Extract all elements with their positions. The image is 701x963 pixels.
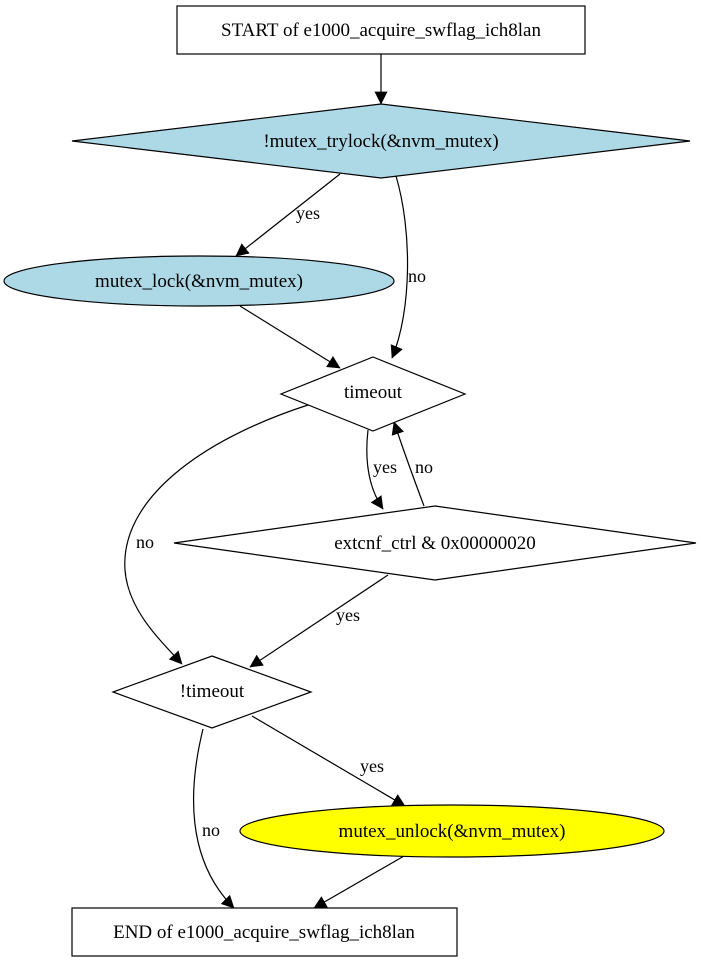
not-timeout-decision-node: !timeout: [111, 655, 313, 729]
edge-label-not-timeout-no: no: [202, 820, 220, 840]
svg-text:START of e1000_acquire_swflag_: START of e1000_acquire_swflag_ich8lan: [221, 20, 541, 41]
edge-lock-to-timeout: [239, 305, 341, 369]
svg-text:mutex_lock(&nvm_mutex): mutex_lock(&nvm_mutex): [95, 271, 303, 292]
mutex-unlock-node: mutex_unlock(&nvm_mutex): [239, 804, 665, 858]
edge-label-trylock-no: no: [408, 266, 426, 286]
end-node: END of e1000_acquire_swflag_ich8lan: [71, 907, 458, 957]
edge-trylock-yes-to-lock: [235, 173, 341, 257]
edge-label-trylock-yes: yes: [296, 203, 320, 223]
svg-text:mutex_unlock(&nvm_mutex): mutex_unlock(&nvm_mutex): [339, 821, 566, 842]
edge-unlock-to-end: [313, 855, 405, 909]
timeout-decision-node: timeout: [279, 356, 467, 432]
edge-timeout-no-to-not-timeout: [124, 404, 309, 665]
trylock-decision-node: !mutex_trylock(&nvm_mutex): [71, 103, 691, 179]
start-node: START of e1000_acquire_swflag_ich8lan: [176, 5, 586, 55]
edge-not-timeout-no-to-end: [193, 728, 235, 909]
edge-label-not-timeout-yes: yes: [360, 756, 384, 776]
mutex-lock-node: mutex_lock(&nvm_mutex): [3, 255, 395, 307]
edge-extcnf-yes-to-not-timeout: [249, 574, 389, 668]
edge-timeout-yes-to-extcnf: [366, 429, 384, 510]
svg-text:!mutex_trylock(&nvm_mutex): !mutex_trylock(&nvm_mutex): [263, 131, 498, 152]
edge-label-extcnf-no: no: [415, 457, 433, 477]
edge-label-timeout-no: no: [136, 532, 154, 552]
svg-text:END of e1000_acquire_swflag_ic: END of e1000_acquire_swflag_ich8lan: [113, 922, 415, 943]
edge-trylock-no-to-timeout: [390, 175, 409, 359]
svg-text:timeout: timeout: [344, 382, 403, 403]
extcnf-decision-node: extcnf_ctrl & 0x00000020: [173, 505, 697, 581]
svg-text:extcnf_ctrl & 0x00000020: extcnf_ctrl & 0x00000020: [334, 533, 536, 554]
edge-not-timeout-yes-to-unlock: [251, 715, 406, 807]
edge-label-extcnf-yes: yes: [336, 605, 360, 625]
svg-text:!timeout: !timeout: [180, 681, 245, 702]
edge-label-timeout-yes: yes: [373, 457, 397, 477]
edge-extcnf-no-to-timeout: [391, 421, 425, 507]
